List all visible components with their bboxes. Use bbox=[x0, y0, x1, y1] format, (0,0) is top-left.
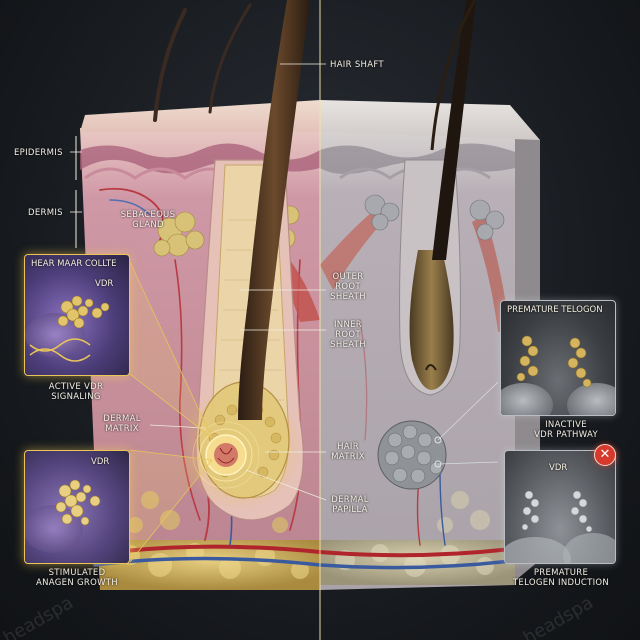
vdr-molecule-icon bbox=[55, 479, 101, 526]
close-icon: ✕ bbox=[594, 444, 616, 466]
inset-title: PREMATURE TELOGON bbox=[507, 305, 603, 315]
label-sebaceous-gland: SEBACEOUS GLAND bbox=[120, 210, 176, 230]
inset-vdr-label: VDR bbox=[91, 457, 110, 467]
label-active-vdr-signaling: ACTIVE VDR SIGNALING bbox=[48, 382, 104, 402]
inset-active-vdr: HEAR MAAR COLLTE VDR bbox=[24, 254, 130, 376]
inset-premature-telogen: VDR bbox=[504, 450, 616, 564]
label-inactive-vdr-pathway: INACTIVE VDR PATHWAY bbox=[534, 420, 598, 440]
telogen-follicle bbox=[377, 0, 477, 490]
label-dermal-papilla: DERMAL PAPILLA bbox=[331, 495, 369, 515]
hair-shaft-left bbox=[238, 0, 310, 420]
sebaceous-gland-right bbox=[364, 194, 505, 241]
inset-inactive-vdr: PREMATURE TELOGON bbox=[500, 300, 616, 416]
dna-helix-icon bbox=[29, 338, 91, 362]
label-inner-root-sheath: INNER ROOT SHEATH bbox=[330, 320, 366, 350]
label-outer-root-sheath: OUTER ROOT SHEATH bbox=[330, 272, 366, 302]
label-hair-matrix: HAIR MATRIX bbox=[331, 442, 365, 462]
vdr-molecule-icon bbox=[516, 335, 592, 388]
inset-vdr-label: VDR bbox=[549, 463, 568, 473]
label-dermal-matrix: DERMAL MATRIX bbox=[103, 414, 141, 434]
leader-lines bbox=[70, 63, 327, 501]
label-hair-shaft: HAIR SHAFT bbox=[330, 60, 384, 70]
label-stimulated-anagen-growth: STIMULATED ANAGEN GROWTH bbox=[36, 568, 118, 588]
label-premature-telogen-induction: PREMATURE TELOGEN INDUCTION bbox=[512, 568, 610, 588]
vdr-molecule-icon bbox=[57, 295, 110, 329]
inset-vdr-label: VDR bbox=[95, 279, 114, 289]
label-dermis: DERMIS bbox=[28, 208, 63, 218]
vdr-molecule-icon bbox=[521, 490, 593, 533]
inset-title: HEAR MAAR COLLTE bbox=[31, 259, 117, 269]
label-epidermis: EPIDERMIS bbox=[14, 148, 63, 158]
inset-stimulated-vdr: VDR bbox=[24, 450, 130, 564]
